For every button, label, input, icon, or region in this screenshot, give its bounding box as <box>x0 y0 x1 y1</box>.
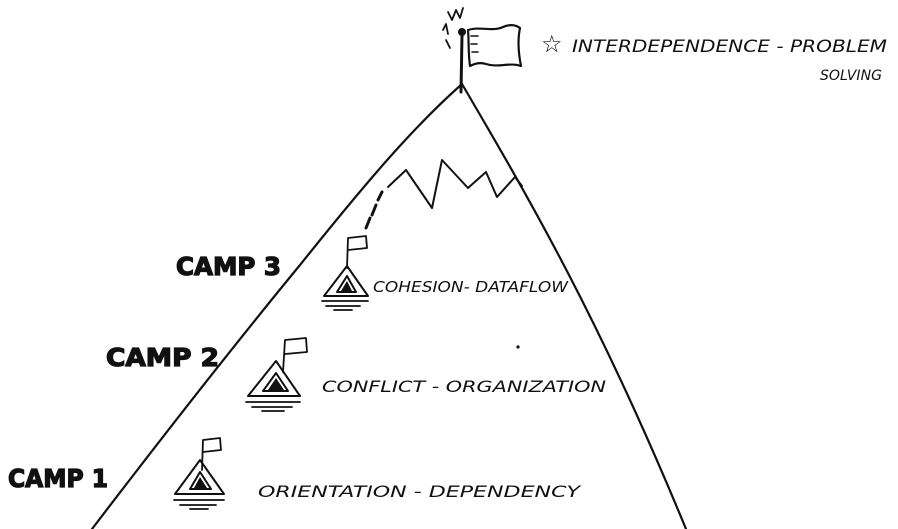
camp-2-ground <box>245 401 301 412</box>
mountain-left-slope <box>90 82 464 529</box>
summit-title-line2: SOLVING <box>820 68 882 84</box>
camp-2 <box>245 337 308 412</box>
summit-title-line1: INTERDEPENDENCE - PROBLEM <box>572 37 887 56</box>
mountain-rock-marks <box>364 190 384 230</box>
camp-3-tent <box>323 265 369 297</box>
flag-zigzag <box>442 7 464 49</box>
mountain-speck <box>516 345 520 349</box>
flag-cloth <box>466 24 523 68</box>
camp-3 <box>321 235 369 311</box>
flag-pole-knob <box>458 28 466 36</box>
camp-1 <box>173 437 225 510</box>
camp-2-stage: CONFLICT - ORGANIZATION <box>322 377 606 396</box>
mountain <box>90 82 688 529</box>
camp-3-label: CAMP 3 <box>176 252 281 281</box>
camp-1-flag <box>201 437 222 471</box>
camp-1-label: CAMP 1 <box>8 464 108 493</box>
camp-2-flag <box>282 337 308 373</box>
camp-1-tent <box>174 459 225 495</box>
camp-3-stage: COHESION- DATAFLOW <box>373 278 569 296</box>
camp-1-ground <box>173 499 225 510</box>
camp-1-stage: ORIENTATION - DEPENDENCY <box>258 482 582 501</box>
summit-star-icon: ☆ <box>541 30 563 58</box>
summit-flag <box>442 7 523 94</box>
camp-3-ground <box>321 300 369 311</box>
camp-2-tent <box>247 360 301 397</box>
camp-2-tent-fill <box>268 378 284 390</box>
camp-2-label: CAMP 2 <box>106 343 219 372</box>
camp-3-tent-fill <box>341 281 352 291</box>
camp-1-tent-fill <box>194 477 207 488</box>
snow-line <box>387 159 523 209</box>
camp-3-flag <box>346 235 368 269</box>
mountain-right-slope <box>460 82 688 529</box>
flag-lines <box>470 35 479 53</box>
flag-pole <box>459 33 464 94</box>
